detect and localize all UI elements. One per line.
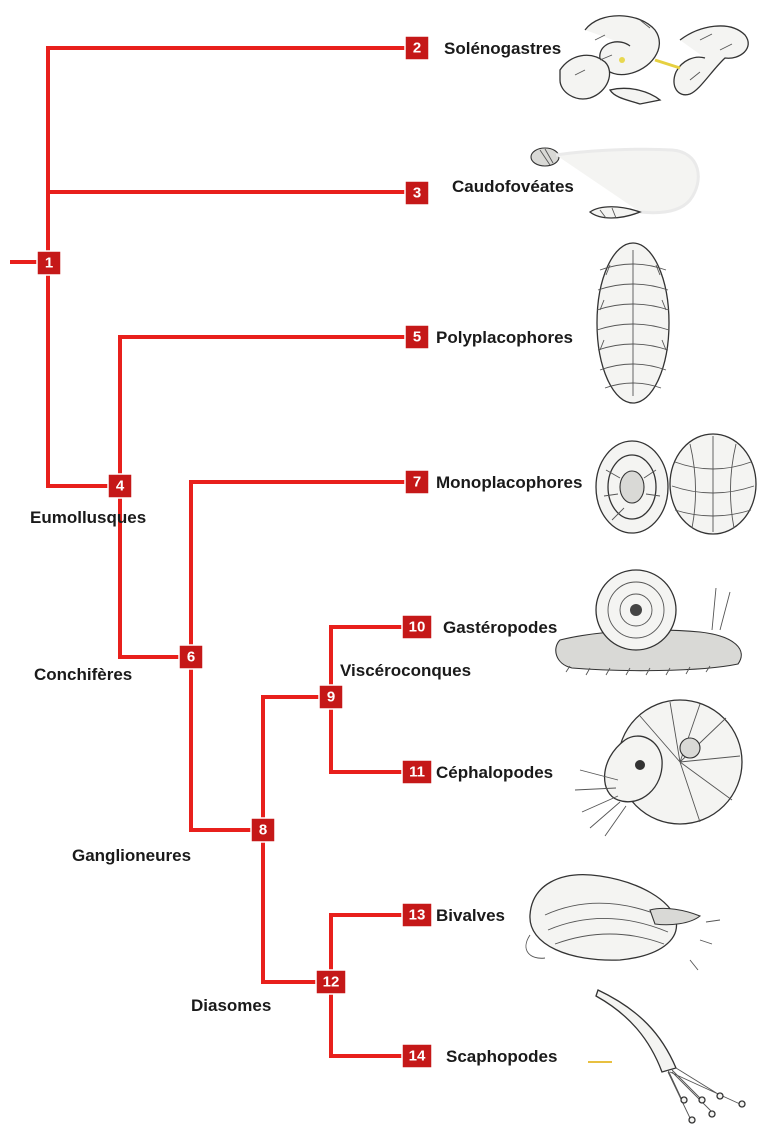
- node-11-number: 11: [409, 764, 425, 781]
- node-1: 1: [37, 251, 61, 275]
- taxon-label-solenogastres: Solénogastres: [444, 39, 561, 58]
- branch-9: [331, 627, 418, 772]
- tree-branches: [12, 48, 418, 1056]
- node-4-number: 4: [116, 478, 125, 495]
- node-5: 5: [405, 325, 429, 349]
- nautilus-drawing: [575, 700, 742, 836]
- node-13: 13: [402, 903, 432, 927]
- node-12: 12: [316, 970, 346, 994]
- node-3-number: 3: [413, 185, 421, 202]
- clade-label-ganglioneures: Ganglioneures: [72, 846, 191, 865]
- branch-1: [48, 48, 418, 486]
- taxon-label-bivalves: Bivalves: [436, 906, 505, 925]
- solenogaster-drawing: [560, 16, 748, 104]
- node-10: 10: [402, 615, 432, 639]
- taxon-label-caudofoveates: Caudofovéates: [452, 177, 574, 196]
- node-6-number: 6: [187, 649, 195, 666]
- node-8: 8: [251, 818, 275, 842]
- node-9-number: 9: [327, 689, 335, 706]
- branch-6: [191, 482, 418, 830]
- tusk-shell-drawing: [588, 990, 745, 1123]
- taxon-label-monoplacophores: Monoplacophores: [436, 473, 582, 492]
- taxon-label-gasteropodes: Gastéropodes: [443, 618, 557, 637]
- node-1-number: 1: [45, 255, 53, 272]
- node-13-number: 13: [409, 907, 426, 924]
- taxon-label-cephalopodes: Céphalopodes: [436, 763, 553, 782]
- node-14-number: 14: [409, 1048, 426, 1065]
- clade-label-eumollusques: Eumollusques: [30, 508, 146, 527]
- node-5-number: 5: [413, 329, 421, 346]
- clade-label-diasomes: Diasomes: [191, 996, 271, 1015]
- taxon-label-scaphopodes: Scaphopodes: [446, 1047, 557, 1066]
- node-7: 7: [405, 470, 429, 494]
- mussel-drawing: [526, 875, 720, 970]
- node-6: 6: [179, 645, 203, 669]
- node-3: 3: [405, 181, 429, 205]
- node-12-number: 12: [323, 974, 340, 991]
- node-14: 14: [402, 1044, 432, 1068]
- node-7-number: 7: [413, 474, 421, 491]
- node-8-number: 8: [259, 822, 267, 839]
- clade-label-conchiferes: Conchifères: [34, 665, 132, 684]
- monoplacophoran-shell-drawing: [596, 434, 756, 534]
- node-9: 9: [319, 685, 343, 709]
- chiton-drawing: [597, 243, 669, 403]
- snail-drawing: [556, 570, 742, 675]
- node-11: 11: [402, 760, 432, 784]
- node-2-number: 2: [413, 40, 421, 57]
- node-4: 4: [108, 474, 132, 498]
- taxon-label-polyplacophores: Polyplacophores: [436, 328, 573, 347]
- clade-label-visceroconques: Viscéroconques: [340, 661, 471, 680]
- node-10-number: 10: [409, 619, 426, 636]
- branch-4: [120, 337, 418, 657]
- node-2: 2: [405, 36, 429, 60]
